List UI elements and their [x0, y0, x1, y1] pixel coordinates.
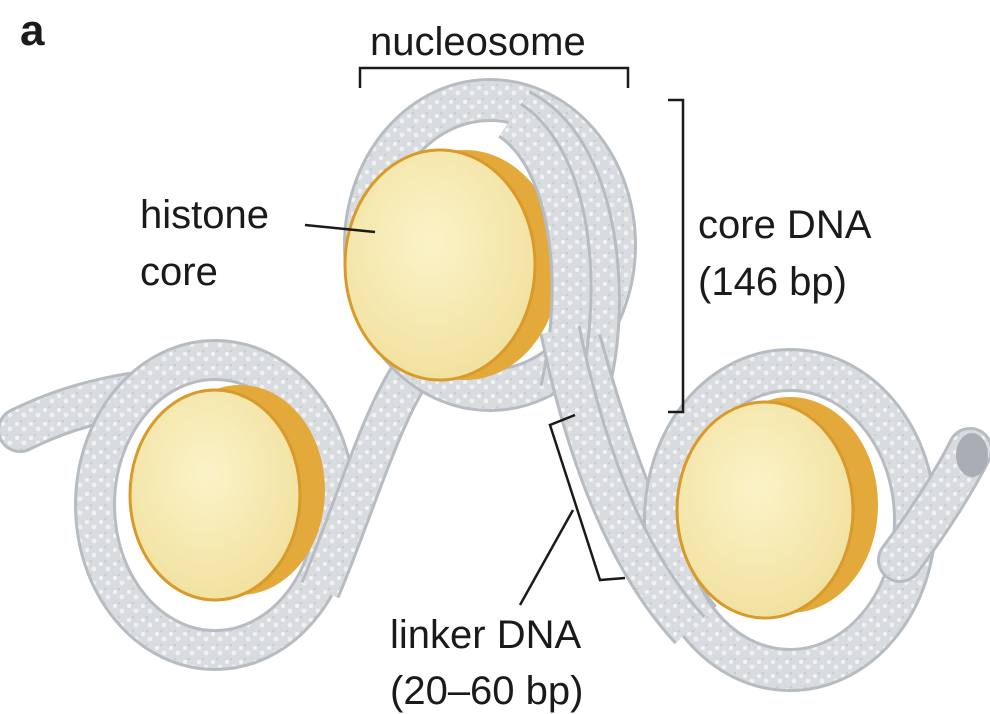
core-dna-label-line2: (146 bp) [698, 260, 847, 304]
histone-core-right [677, 397, 878, 618]
linker-pointer-line [520, 510, 573, 605]
panel-label: a [20, 6, 45, 55]
nucleosome-label: nucleosome [370, 20, 586, 64]
linker-dna-label-line1: linker DNA [390, 613, 581, 657]
histone-core-label-line2: core [140, 250, 218, 294]
histone-core-label-line1: histone [140, 193, 269, 237]
linker-dna-label-line2: (20–60 bp) [390, 669, 583, 713]
core-dna-label-line1: core DNA [698, 203, 872, 247]
core-dna-bracket [668, 100, 683, 412]
histone-core-center [345, 150, 560, 380]
histone-core-left [130, 385, 325, 600]
